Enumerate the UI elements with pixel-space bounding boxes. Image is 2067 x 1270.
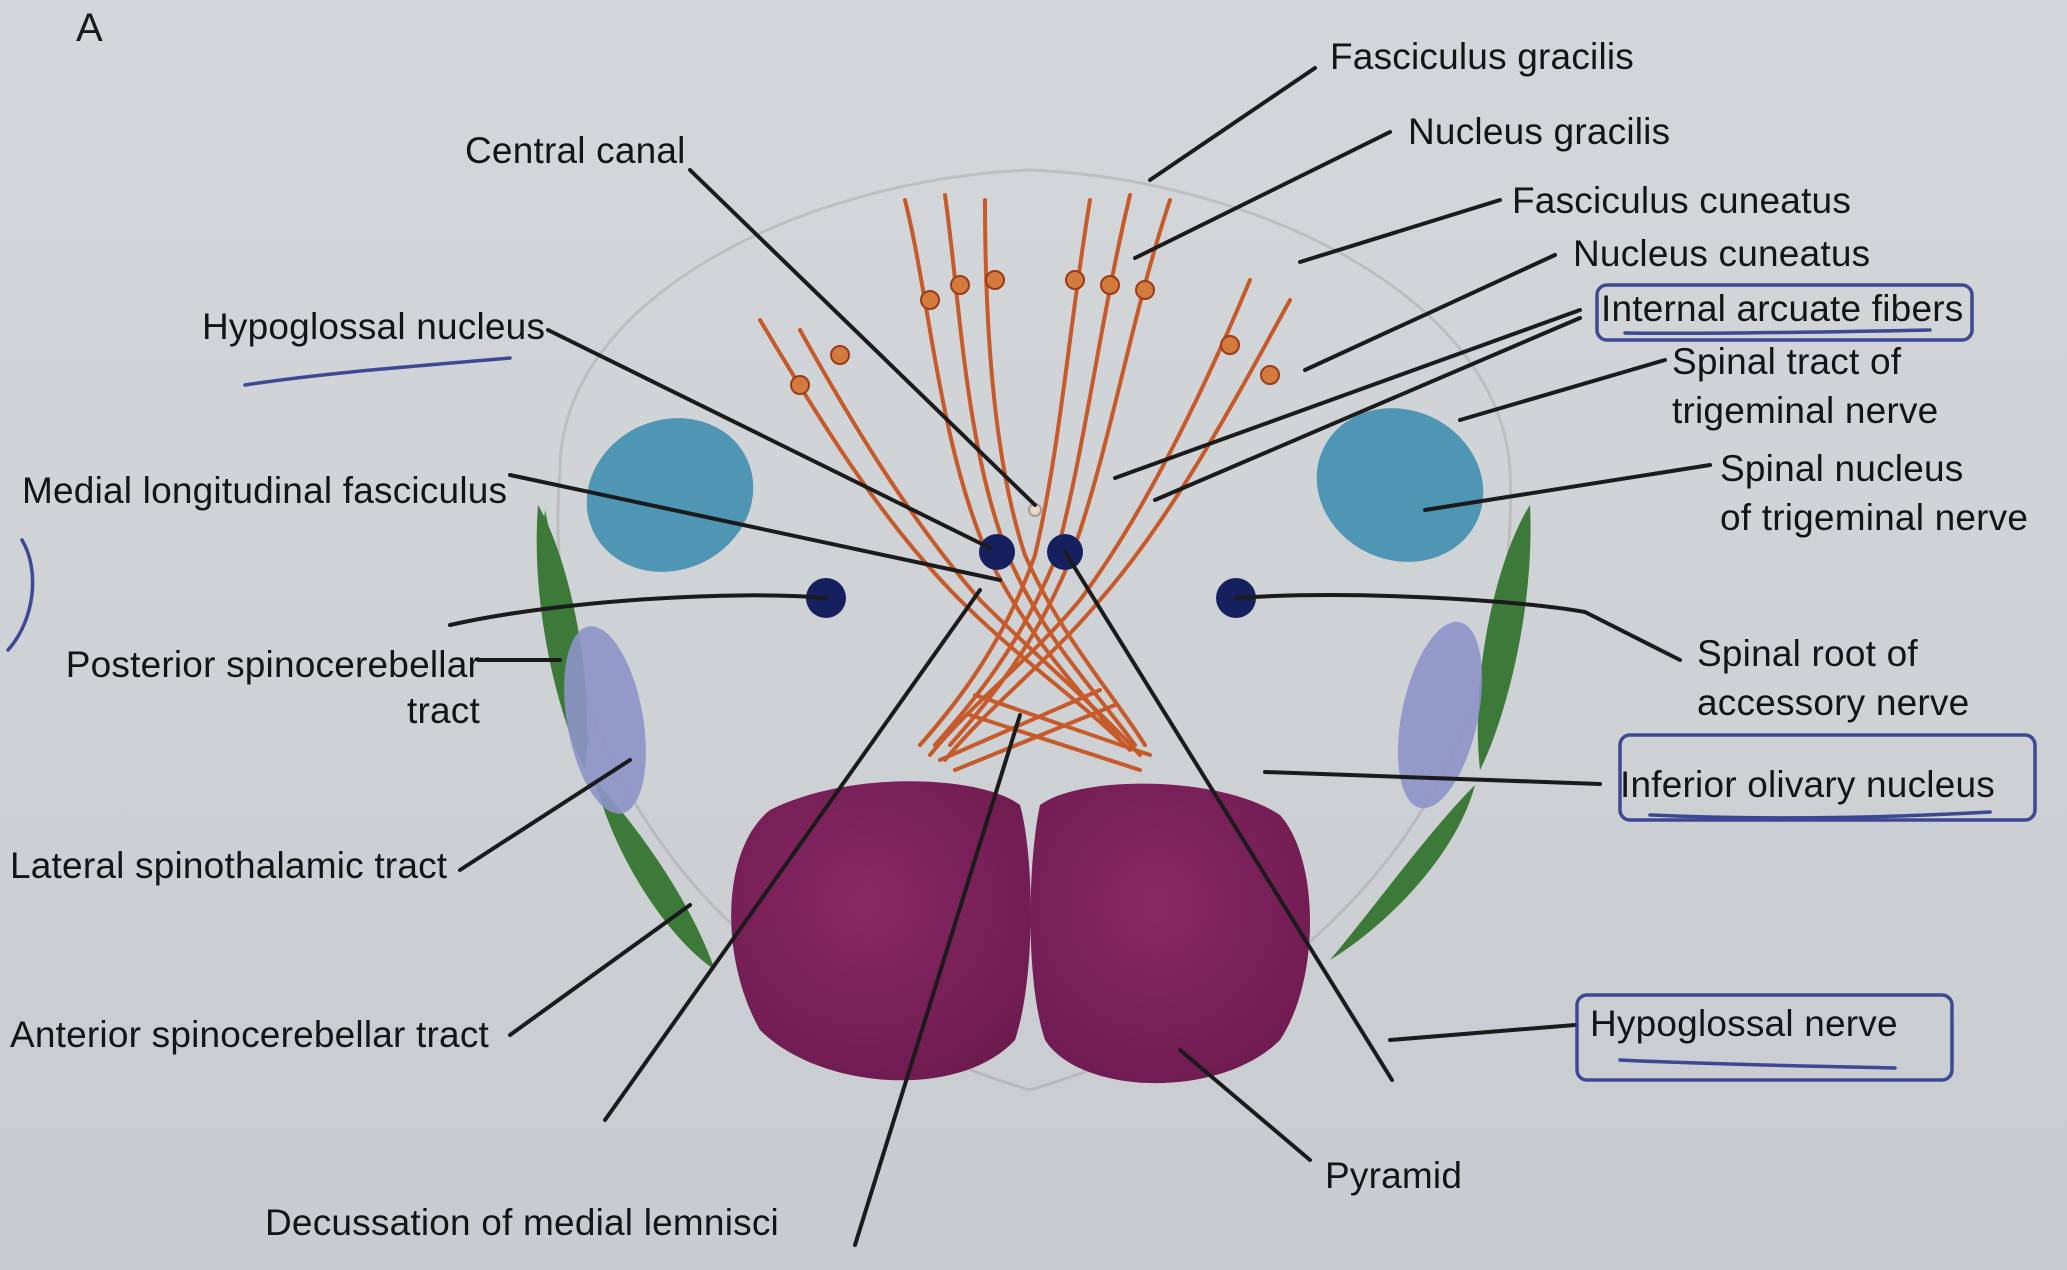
posterior-spinocerebellar-right (1478, 505, 1531, 770)
label-spinal-tract-trigeminal-line2: trigeminal nerve (1672, 390, 1938, 432)
label-spinal-nucleus-trigeminal-line2: of trigeminal nerve (1720, 497, 2028, 539)
panel-letter: A (76, 6, 103, 51)
internal-arcuate-fibers (760, 195, 1290, 770)
label-nucleus-gracilis: Nucleus gracilis (1408, 111, 1670, 153)
label-internal-arcuate-fibers: Internal arcuate fibers (1601, 288, 1963, 330)
label-pyramid: Pyramid (1325, 1155, 1462, 1197)
label-spinal-root-accessory-line1: Spinal root of (1697, 633, 1918, 675)
label-hypoglossal-nerve: Hypoglossal nerve (1590, 1003, 1898, 1045)
label-fasciculus-cuneatus: Fasciculus cuneatus (1512, 180, 1851, 222)
hypoglossal-nucleus-dot-left (979, 534, 1015, 570)
leader-lines (450, 68, 1710, 1245)
anterior-spinocerebellar-right (1330, 785, 1475, 960)
pyramid-right (1030, 784, 1310, 1084)
spinal-nucleus-trigeminal-right (1291, 381, 1508, 589)
label-spinal-nucleus-trigeminal-line1: Spinal nucleus (1720, 448, 1963, 490)
label-anterior-spinocerebellar-tract: Anterior spinocerebellar tract (10, 1014, 489, 1056)
label-lateral-spinothalamic-tract: Lateral spinothalamic tract (10, 845, 447, 887)
label-posterior-spinocerebellar-line1: Posterior spinocerebellar (60, 644, 480, 686)
label-spinal-tract-trigeminal-line1: Spinal tract of (1672, 341, 1901, 383)
label-decussation-medial-lemnisci: Decussation of medial lemnisci (265, 1202, 779, 1244)
label-inferior-olivary-nucleus: Inferior olivary nucleus (1620, 764, 1995, 806)
label-nucleus-cuneatus: Nucleus cuneatus (1573, 233, 1870, 275)
label-spinal-root-accessory-line2: accessory nerve (1697, 682, 1969, 724)
label-posterior-spinocerebellar-line2: tract (60, 690, 480, 732)
label-fasciculus-gracilis: Fasciculus gracilis (1330, 36, 1634, 78)
label-central-canal: Central canal (465, 130, 686, 172)
label-medial-longitudinal-fasciculus: Medial longitudinal fasciculus (22, 470, 507, 512)
label-hypoglossal-nucleus: Hypoglossal nucleus (202, 306, 545, 348)
